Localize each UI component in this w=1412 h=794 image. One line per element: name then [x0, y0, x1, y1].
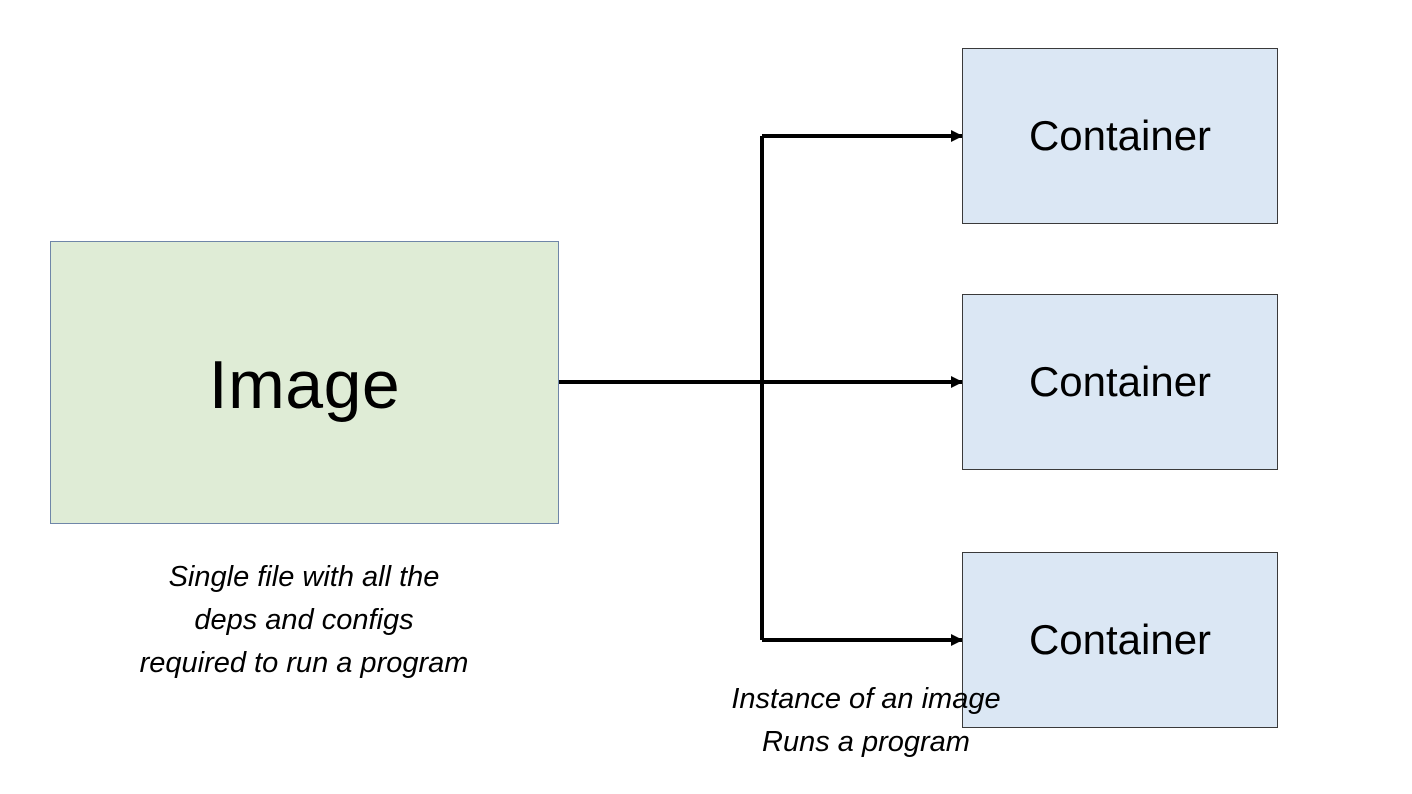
container-label: Container [1028, 112, 1212, 159]
image-caption: Single file with all the deps and config… [94, 556, 514, 685]
container-box-3: Container [962, 552, 1278, 728]
container-box-2: Container [962, 294, 1278, 470]
image-caption-line-1: Single file with all the [168, 561, 440, 593]
image-caption-line-3: required to run a program [139, 647, 469, 679]
image-label: Image [208, 346, 401, 423]
image-caption-line-2: deps and configs [194, 604, 414, 636]
container-label: Container [1028, 616, 1212, 663]
container-caption: Instance of an image Runs a program [680, 678, 1052, 764]
container-box-1: Container [962, 48, 1278, 224]
container-caption-line-1: Instance of an image [731, 683, 1001, 715]
container-caption-line-2: Runs a program [762, 726, 970, 758]
image-box: Image [50, 241, 559, 524]
container-label: Container [1028, 358, 1212, 405]
